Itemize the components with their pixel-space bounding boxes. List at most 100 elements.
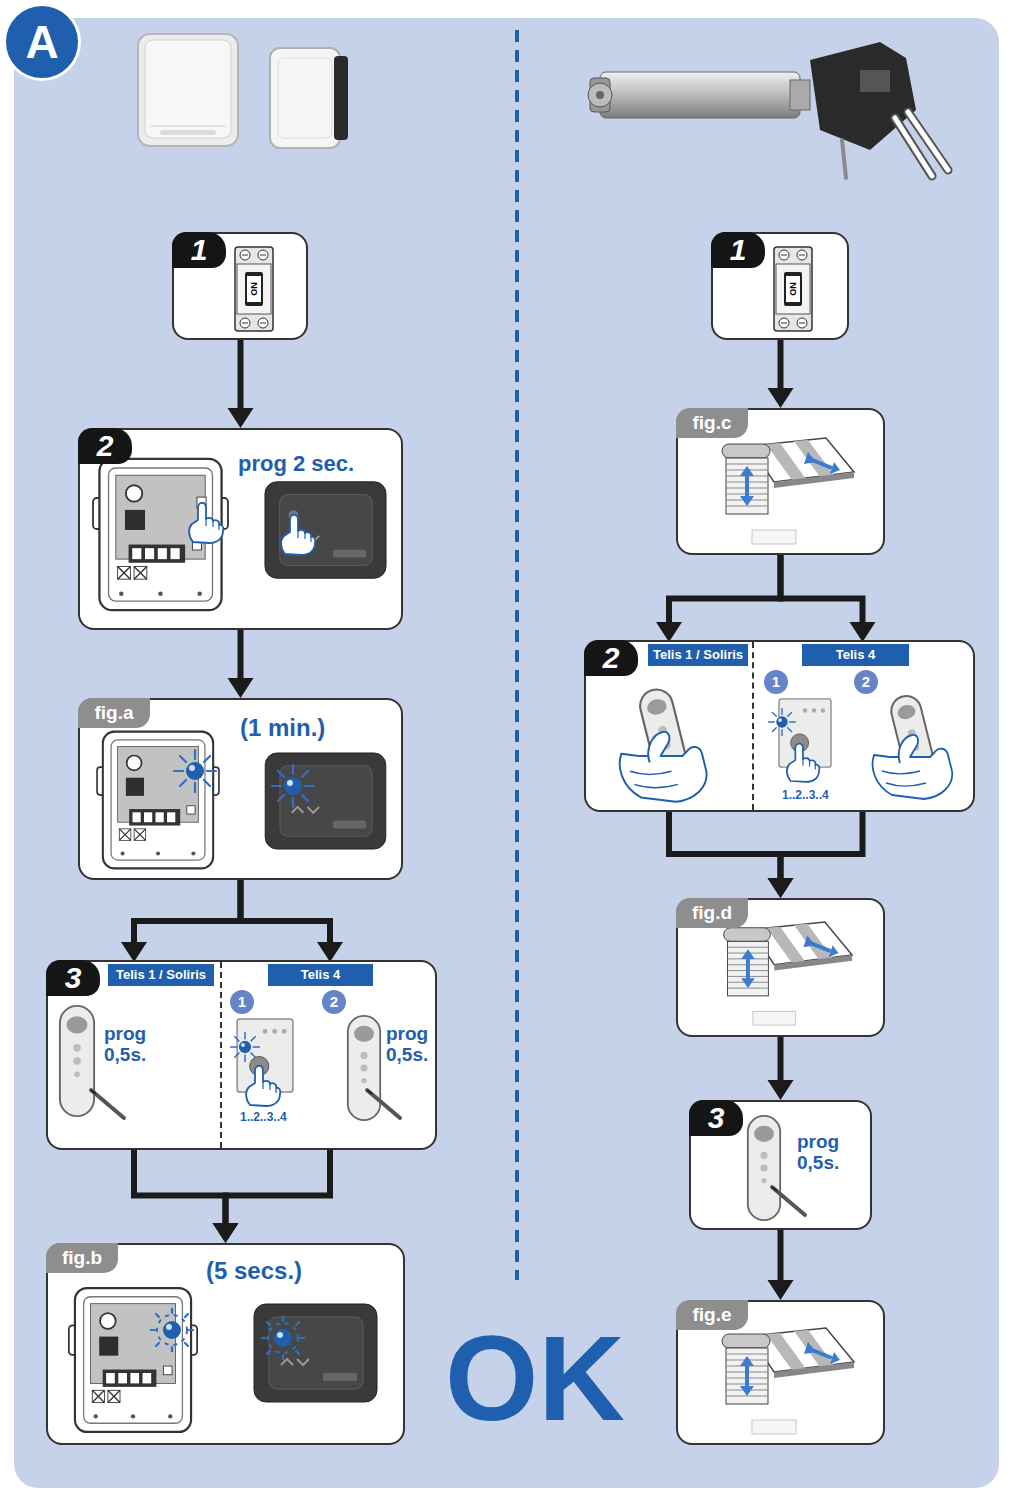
hand-picture <box>189 503 223 543</box>
figure-box: fig.a(1 min.) <box>78 698 403 880</box>
hand-picture <box>281 515 315 555</box>
step-number: 2 <box>584 640 638 676</box>
flow-arrow <box>768 810 863 898</box>
pen-picture <box>772 1187 805 1215</box>
rsm-picture <box>254 1304 377 1402</box>
completion-mark: OK <box>445 1318 625 1438</box>
flow-arrow <box>781 555 876 642</box>
arrow-head <box>768 878 794 898</box>
blink-picture <box>150 1308 194 1352</box>
blink-picture <box>261 1316 305 1360</box>
flow-arrow <box>228 630 254 698</box>
connector-line <box>134 1148 226 1225</box>
hand-picture <box>246 1066 280 1106</box>
divider-line <box>515 30 519 1280</box>
step-number: 1 <box>172 232 226 268</box>
rem-picture <box>60 1006 94 1116</box>
arrow-head <box>228 678 254 698</box>
arrow-head <box>768 878 794 898</box>
shut-picture <box>722 438 854 544</box>
connector-line <box>781 810 863 880</box>
flow-arrow <box>228 340 254 428</box>
callout-number: 1 <box>764 670 788 694</box>
motor-bracket <box>810 42 948 178</box>
shut-picture <box>722 1328 854 1434</box>
rem-picture <box>348 1016 380 1120</box>
callout-number: 1 <box>230 990 254 1014</box>
switch-label: ON <box>788 279 798 299</box>
step-number: 2 <box>78 428 132 464</box>
junction-box <box>138 34 238 146</box>
connector-line <box>226 1148 331 1225</box>
instruction-text: prog 0,5s. <box>104 1024 154 1066</box>
step-number: 3 <box>46 960 100 996</box>
figure-tab: fig.b <box>46 1243 118 1273</box>
switch-label: ON <box>249 279 259 299</box>
remote-header: Telis 1 / Soliris <box>648 644 748 666</box>
section-letter: A <box>3 3 81 81</box>
callout-number: 2 <box>322 990 346 1014</box>
step-box: 2 Telis 1 / Soliris Telis 4 1 1..2..3..4 2 <box>584 640 975 812</box>
connector-line <box>778 340 784 390</box>
arrow-head <box>213 1223 239 1243</box>
method-panel: Telis 4 1 1..2..3..4 2 prog 0,5s. <box>220 962 440 1148</box>
instruction-text: prog 0,5s. <box>797 1132 847 1174</box>
arrow-head <box>850 622 876 642</box>
step-box: 3 Telis 1 / Soliris prog 0,5s. Telis 4 1 1..2… <box>46 960 437 1150</box>
step-box: 1ON <box>711 232 849 340</box>
breaker-picture <box>235 247 273 331</box>
figure-box: fig.e <box>676 1300 885 1445</box>
connector-line <box>778 1037 784 1082</box>
step-box: 2 prog 2 sec. <box>78 428 403 630</box>
remote-header: Telis 4 <box>268 964 373 986</box>
breaker-picture <box>774 247 812 331</box>
arrow-head <box>121 942 147 962</box>
pen-picture <box>91 1090 124 1118</box>
rbox-picture <box>97 732 219 869</box>
duration-text: (1 min.) <box>240 714 325 742</box>
figure-tab: fig.e <box>676 1300 748 1330</box>
instruction-text: prog 2 sec. <box>238 452 354 476</box>
callout-number: 2 <box>854 670 878 694</box>
remote-header: Telis 4 <box>802 644 909 666</box>
arrow-head <box>656 622 682 642</box>
arrow-head <box>768 388 794 408</box>
press-count: 1..2..3..4 <box>782 788 829 802</box>
step-box: 1ON <box>172 232 308 340</box>
method-panel: Telis 4 1 1..2..3..4 2 <box>752 642 973 810</box>
figure-box: fig.c <box>676 408 885 555</box>
hrem-picture <box>620 686 707 802</box>
tube-motor <box>588 72 810 118</box>
flow-arrow <box>213 1148 331 1243</box>
burst-picture <box>769 709 796 736</box>
connector-line <box>778 1230 784 1282</box>
arrow-head <box>228 408 254 428</box>
step-number: 1 <box>711 232 765 268</box>
duration-text: (5 secs.) <box>206 1257 302 1285</box>
remote-header: Telis 1 / Soliris <box>108 964 214 986</box>
arrow-head <box>768 1080 794 1100</box>
shut-picture <box>724 922 852 1025</box>
figure-box: fig.b (5 secs.) <box>46 1243 405 1445</box>
connector-line <box>238 340 244 410</box>
instruction-text: prog 0,5s. <box>386 1024 436 1066</box>
connector-line <box>669 555 781 624</box>
flow-arrow <box>768 1037 794 1100</box>
step-number: 3 <box>689 1100 743 1136</box>
connector-line <box>241 880 331 944</box>
flow-arrow <box>768 1230 794 1300</box>
rbox-picture <box>69 1288 197 1432</box>
step-box: 3 prog 0,5s. <box>689 1100 872 1230</box>
illustration <box>586 642 752 810</box>
flow-arrow <box>669 810 794 898</box>
flow-arrow <box>656 555 781 642</box>
pen-picture <box>367 1090 400 1118</box>
connector-line <box>781 555 863 624</box>
figure-tab: fig.d <box>676 898 748 928</box>
connector-line <box>134 880 241 944</box>
figure-tab: fig.c <box>676 408 748 438</box>
method-panel: Telis 1 / Soliris <box>586 642 752 810</box>
press-count: 1..2..3..4 <box>240 1110 287 1124</box>
arrow-head <box>768 1280 794 1300</box>
method-panel: Telis 1 / Soliris prog 0,5s. <box>48 962 220 1148</box>
